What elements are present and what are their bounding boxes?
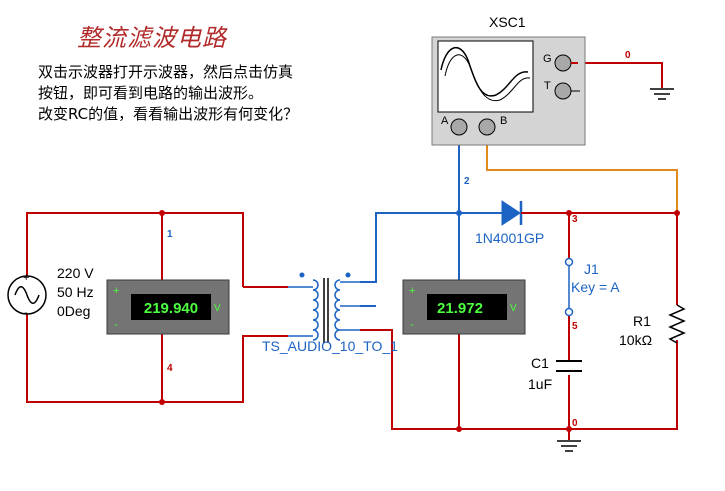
node-label-0-bottom: 0 bbox=[572, 418, 578, 429]
voltmeter-1-reading: 219.940 bbox=[144, 300, 198, 317]
wire-primary-top[interactable] bbox=[26, 212, 244, 287]
voltmeter-1-unit: V bbox=[214, 303, 221, 314]
source-frequency: 50 Hz bbox=[57, 284, 94, 300]
source-voltage: 220 V bbox=[57, 265, 94, 281]
diode[interactable]: 1N4001GP bbox=[475, 200, 544, 246]
junction-dot bbox=[566, 210, 572, 216]
sine-icon bbox=[14, 286, 40, 304]
ac-plus: + bbox=[23, 272, 29, 284]
ac-source[interactable]: + - 220 V 50 Hz 0Deg bbox=[7, 265, 94, 319]
wire-scope-b[interactable] bbox=[486, 138, 678, 213]
transformer-secondary-coil bbox=[334, 279, 341, 341]
junctions bbox=[159, 210, 680, 432]
source-phase: 0Deg bbox=[57, 303, 90, 319]
wire-secondary-top[interactable] bbox=[360, 212, 495, 283]
voltmeter-2-minus: - bbox=[410, 319, 414, 331]
junction-dot bbox=[674, 210, 680, 216]
terminal-a-label: A bbox=[441, 115, 449, 127]
node-label-5: 5 bbox=[572, 321, 578, 332]
voltmeter-2-reading: 21.972 bbox=[437, 300, 483, 317]
voltmeter-2-unit: V bbox=[510, 303, 517, 314]
switch-contact bbox=[564, 307, 574, 317]
transformer-dot bbox=[345, 272, 351, 278]
junction-dot bbox=[159, 210, 165, 216]
diode-label: 1N4001GP bbox=[475, 230, 544, 246]
voltmeter-1-display bbox=[131, 294, 211, 320]
node-label-3: 3 bbox=[572, 214, 578, 225]
wire-scope-g[interactable] bbox=[571, 62, 663, 88]
resistor-r1[interactable]: R1 10kΩ bbox=[619, 304, 686, 348]
ground-icon bbox=[557, 440, 581, 452]
voltmeter-1[interactable]: 219.940 V + - bbox=[106, 279, 230, 335]
instruction-text: 双击示波器打开示波器，然后点击仿真 按钮，即可看到电路的输出波形。 改变RC的值… bbox=[38, 62, 398, 125]
oscilloscope-xsc1[interactable]: XSC1 G T A B bbox=[431, 14, 586, 146]
capacitor-name: C1 bbox=[531, 355, 549, 371]
voltmeter-2[interactable]: 21.972 V + - bbox=[402, 279, 526, 335]
terminal-t[interactable] bbox=[554, 82, 572, 100]
resistor-name: R1 bbox=[633, 313, 651, 329]
voltmeter-1-minus: - bbox=[114, 319, 118, 331]
node-label-1: 1 bbox=[167, 229, 173, 240]
switch-j1[interactable]: J1 Key = A bbox=[564, 257, 621, 317]
wires bbox=[26, 62, 678, 440]
junction-dot bbox=[566, 426, 572, 432]
wire-ground-bottom[interactable] bbox=[360, 329, 678, 430]
switch-key: Key = A bbox=[571, 279, 620, 295]
junction-dot bbox=[159, 399, 165, 405]
capacitor-c1[interactable]: C1 1uF bbox=[528, 355, 582, 392]
oscilloscope-screen bbox=[437, 40, 534, 113]
instruction-line-2: 按钮，即可看到电路的输出波形。 bbox=[38, 84, 264, 102]
transformer[interactable] bbox=[288, 272, 360, 343]
switch-contact bbox=[564, 257, 574, 267]
wire-primary-bottom[interactable] bbox=[26, 303, 288, 403]
terminal-g-label: G bbox=[543, 53, 552, 65]
instruction-line-3: 改变RC的值，看看输出波形有何变化？ bbox=[38, 105, 299, 123]
terminal-b[interactable] bbox=[478, 118, 496, 136]
terminal-a[interactable] bbox=[450, 118, 468, 136]
voltmeter-2-plus: + bbox=[409, 285, 415, 297]
instruction-line-1: 双击示波器打开示波器，然后点击仿真 bbox=[38, 63, 294, 81]
circuit-title: 整流滤波电路 bbox=[77, 24, 227, 52]
transformer-dot bbox=[299, 272, 305, 278]
terminal-t-label: T bbox=[544, 80, 551, 92]
resistor-value: 10kΩ bbox=[619, 332, 652, 348]
terminal-g[interactable] bbox=[554, 54, 572, 72]
ground-icon bbox=[650, 88, 674, 100]
junction-dot-blue bbox=[456, 210, 462, 216]
voltmeter-1-plus: + bbox=[113, 285, 119, 297]
oscilloscope-name: XSC1 bbox=[489, 14, 526, 30]
switch-name: J1 bbox=[584, 261, 599, 277]
node-label-4: 4 bbox=[167, 363, 173, 374]
capacitor-value: 1uF bbox=[528, 376, 552, 392]
junction-dot bbox=[456, 426, 462, 432]
diode-symbol bbox=[501, 200, 521, 226]
node-label-2: 2 bbox=[464, 176, 470, 187]
node-label-0-top: 0 bbox=[625, 50, 631, 61]
transformer-primary-coil bbox=[312, 279, 319, 341]
waveform-sine-shadow bbox=[444, 54, 531, 102]
terminal-b-label: B bbox=[500, 115, 507, 127]
transformer-label: TS_AUDIO_10_TO_1 bbox=[262, 338, 398, 354]
resistor-symbol bbox=[668, 304, 686, 344]
ac-minus: - bbox=[24, 307, 28, 319]
voltmeter-2-display bbox=[427, 294, 507, 320]
